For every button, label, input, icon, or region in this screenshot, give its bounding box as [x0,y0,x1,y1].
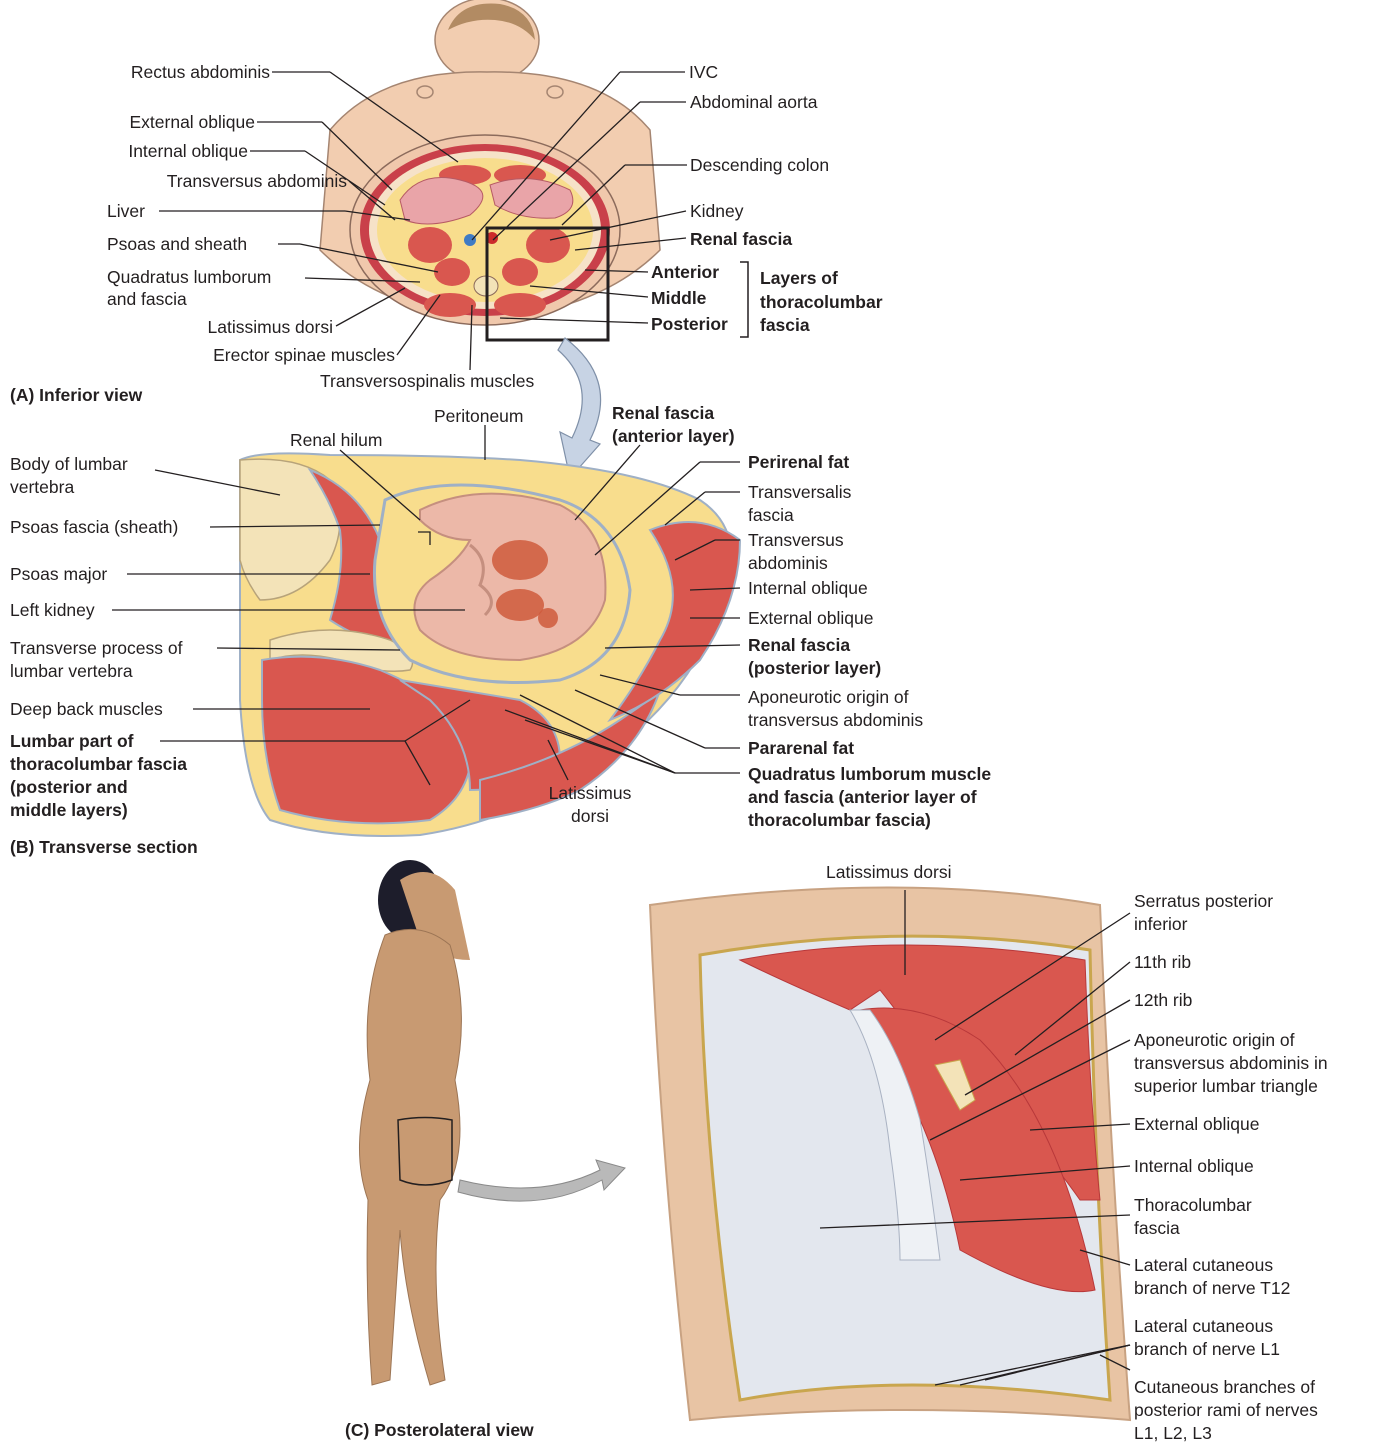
label-liver: Liver [107,200,145,222]
label-renal-hilum: Renal hilum [290,429,382,451]
label-lateral-cutaneous-l1: Lateral cutaneous [1134,1315,1273,1337]
label-renal-fascia-anterior-2: (anterior layer) [612,425,735,447]
label-psoas-major: Psoas major [10,563,107,585]
label-aponeurotic-origin-c-3: superior lumbar triangle [1134,1075,1318,1097]
label-psoas-and-sheath: Psoas and sheath [107,233,247,255]
label-layer-middle: Middle [651,287,706,309]
label-lumbar-part-2: thoracolumbar fascia [10,753,187,775]
label-kidney: Kidney [690,200,744,222]
label-latissimus-dorsi-a: Latissimus dorsi [100,316,333,338]
label-left-kidney: Left kidney [10,599,95,621]
label-serratus-posterior: Serratus posterior [1134,890,1273,912]
label-transversalis-fascia-2: fascia [748,504,794,526]
label-thoracolumbar-fascia-c-2: fascia [1134,1217,1180,1239]
label-erector-spinae: Erector spinae muscles [100,344,395,366]
label-psoas-fascia: Psoas fascia (sheath) [10,516,178,538]
label-latissimus-dorsi-b: Latissimus [530,782,650,804]
label-serratus-posterior-2: inferior [1134,913,1188,935]
label-11th-rib: 11th rib [1134,951,1191,973]
label-lumbar-part-4: middle layers) [10,799,128,821]
label-aponeurotic-origin-b-2: transversus abdominis [748,709,923,731]
label-internal-oblique: Internal oblique [40,140,248,162]
label-deep-back-muscles: Deep back muscles [10,698,163,720]
panel-c-figure [359,860,1130,1420]
label-layers-of: Layers of [760,267,838,289]
label-renal-fascia-posterior-2: (posterior layer) [748,657,881,679]
caption-panel-b: (B) Transverse section [10,836,198,858]
label-peritoneum: Peritoneum [434,405,524,427]
label-transverse-process: Transverse process of [10,637,182,659]
arrow-a-to-b [558,338,601,478]
label-transversus-abdominis-b-2: abdominis [748,552,828,574]
label-layers-fascia: fascia [760,314,810,336]
label-internal-oblique-b: Internal oblique [748,577,868,599]
label-lateral-cutaneous-t12-2: branch of nerve T12 [1134,1277,1290,1299]
label-lumbar-part-3: (posterior and [10,776,128,798]
label-aponeurotic-origin-b: Aponeurotic origin of [748,686,909,708]
label-perirenal-fat: Perirenal fat [748,451,849,473]
label-transversus-abdominis-b: Transversus [748,529,844,551]
label-lateral-cutaneous-t12: Lateral cutaneous [1134,1254,1273,1276]
label-layer-anterior: Anterior [651,261,719,283]
label-transversospinalis: Transversospinalis muscles [320,370,534,392]
label-latissimus-dorsi-b-2: dorsi [530,805,650,827]
label-body-lumbar-vertebra: Body of lumbar [10,453,128,475]
label-latissimus-dorsi-c: Latissimus dorsi [826,861,951,883]
label-descending-colon: Descending colon [690,154,829,176]
label-ivc: IVC [689,61,718,83]
label-abdominal-aorta: Abdominal aorta [690,91,817,113]
label-pararenal-fat: Pararenal fat [748,737,854,759]
label-lumbar-part: Lumbar part of [10,730,133,752]
panel-b-illustration [240,453,740,836]
label-renal-fascia-a: Renal fascia [690,228,792,250]
label-external-oblique-c: External oblique [1134,1113,1260,1135]
label-aponeurotic-origin-c-2: transversus abdominis in [1134,1052,1328,1074]
label-quadratus-lumborum-b: Quadratus lumborum muscle [748,763,991,785]
label-thoracolumbar-fascia-c: Thoracolumbar [1134,1194,1252,1216]
label-12th-rib: 12th rib [1134,989,1192,1011]
label-cutaneous-branches-3: L1, L2, L3 [1134,1422,1212,1444]
label-transversus-abdominis: Transversus abdominis [60,170,347,192]
label-transversalis-fascia: Transversalis [748,481,851,503]
label-body-lumbar-vertebra-2: vertebra [10,476,74,498]
caption-panel-a: (A) Inferior view [10,384,142,406]
caption-panel-c: (C) Posterolateral view [345,1419,534,1441]
label-aponeurotic-origin-c: Aponeurotic origin of [1134,1029,1295,1051]
label-external-oblique-b: External oblique [748,607,874,629]
label-layers-thoracolumbar: thoracolumbar [760,291,883,313]
label-quadratus-lumborum-2: and fascia [107,288,187,310]
label-quadratus-lumborum-b-3: thoracolumbar fascia) [748,809,931,831]
label-renal-fascia-anterior: Renal fascia [612,402,714,424]
label-external-oblique: External oblique [40,111,255,133]
label-rectus-abdominis: Rectus abdominis [60,61,270,83]
label-lateral-cutaneous-l1-2: branch of nerve L1 [1134,1338,1280,1360]
label-transverse-process-2: lumbar vertebra [10,660,133,682]
label-internal-oblique-c: Internal oblique [1134,1155,1254,1177]
label-cutaneous-branches-2: posterior rami of nerves [1134,1399,1318,1421]
label-quadratus-lumborum: Quadratus lumborum [107,266,271,288]
label-layer-posterior: Posterior [651,313,728,335]
label-cutaneous-branches: Cutaneous branches of [1134,1376,1315,1398]
label-renal-fascia-posterior: Renal fascia [748,634,850,656]
label-quadratus-lumborum-b-2: and fascia (anterior layer of [748,786,977,808]
